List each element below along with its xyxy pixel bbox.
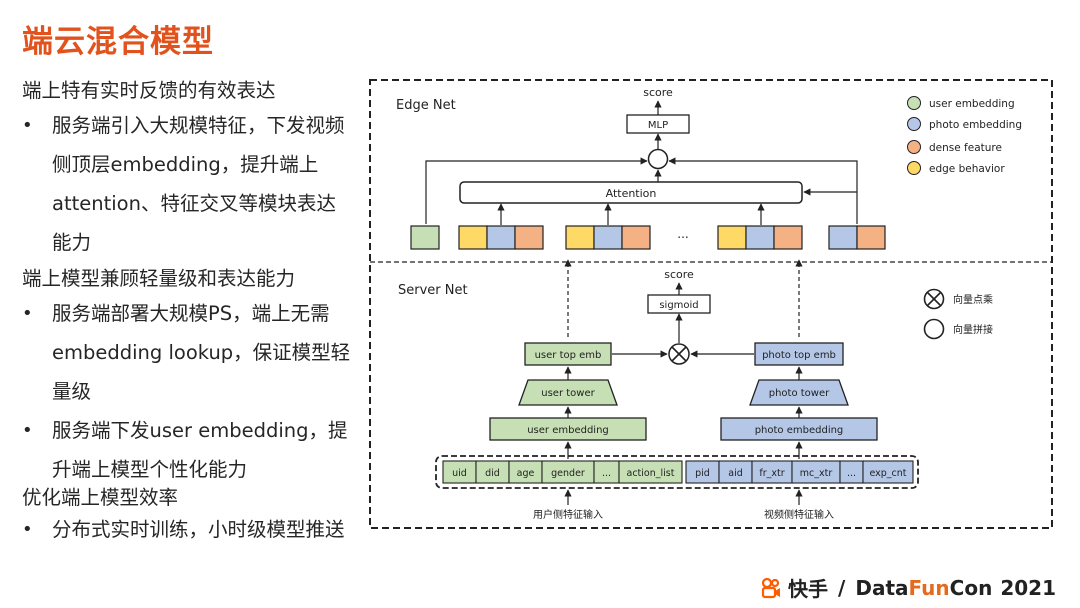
user-input-label: 用户侧特征输入 — [533, 508, 603, 521]
bullet-list: 端上特有实时反馈的有效表达 服务端引入大规模特征，下发视频侧顶层embeddin… — [22, 76, 352, 543]
legend-swatch — [907, 117, 921, 131]
photo-feature-cell: aid — [728, 468, 743, 479]
photo-embedding-box — [720, 417, 878, 441]
bullet-item: 服务端引入大规模特征，下发视频侧顶层embedding，提升端上attentio… — [22, 106, 352, 262]
legend-label: user embedding — [929, 98, 1015, 110]
user-feature-cell: uid — [452, 468, 467, 479]
photo-top-emb-label: photo top emb — [762, 350, 836, 361]
bullet-item: 服务端部署大规模PS，端上无需embedding lookup，保证模型轻量级 — [22, 294, 352, 411]
photo-input-label: 视频侧特征输入 — [764, 508, 834, 521]
sigmoid-label: sigmoid — [659, 300, 698, 311]
section-heading: 端上特有实时反馈的有效表达 — [22, 79, 276, 102]
user-feature-cell: did — [485, 468, 500, 479]
user-top-emb-box — [524, 342, 612, 366]
photo-feature-cell: exp_cnt — [869, 468, 906, 479]
photo-feature-cell: mc_xtr — [800, 468, 833, 479]
photo-feature-row: pid aid fr_xtr mc_xtr ... exp_cnt — [685, 460, 914, 484]
sigmoid-box — [647, 294, 711, 314]
brand-name: 快手 — [788, 577, 829, 601]
photo-tower-shape — [749, 379, 849, 406]
event-name-data: Data — [855, 575, 909, 600]
photo-feature-cell: fr_xtr — [759, 468, 784, 479]
photo-tower-label: photo tower — [769, 388, 830, 399]
photo-feature-cell: ... — [847, 468, 856, 479]
edge-ellipsis: ... — [677, 227, 688, 241]
photo-feature-cell: pid — [695, 468, 710, 479]
slide-title: 端云混合模型 — [22, 24, 214, 60]
user-feature-cell: age — [517, 468, 535, 479]
event-name: DataFunCon — [855, 576, 992, 600]
bullet-item: 分布式实时训练，小时级模型推送 — [22, 517, 352, 543]
footer-branding: 快手 / DataFunCon 2021 — [760, 573, 1056, 602]
user-embedding-box — [489, 417, 647, 441]
server-net-label: Server Net — [398, 283, 468, 298]
legend-label: dense feature — [929, 142, 1002, 154]
server-score-label: score — [664, 268, 694, 281]
mlp-box — [626, 114, 690, 134]
feature-input-container — [435, 455, 919, 489]
diagram-frame — [369, 79, 1053, 529]
user-embedding-label: user embedding — [527, 425, 609, 436]
operator-legend: 向量点乘 向量拼接 — [923, 288, 993, 340]
footer-separator: / — [838, 575, 846, 600]
event-name-con: Con — [949, 575, 993, 600]
user-feature-cell: action_list — [627, 468, 675, 479]
event-year: 2021 — [1000, 575, 1056, 600]
user-tower-label: user tower — [541, 388, 595, 399]
user-top-emb-label: user top emb — [535, 350, 602, 361]
circle-icon — [923, 318, 945, 340]
edge-net-label: Edge Net — [396, 98, 456, 113]
edge-user-emb-cell — [410, 225, 440, 250]
photo-embedding-label: photo embedding — [755, 425, 844, 436]
edge-score-label: score — [643, 86, 673, 99]
user-tower-shape — [518, 379, 618, 406]
user-feature-cell: gender — [551, 468, 585, 479]
section-heading: 端上模型兼顾轻量级和表达能力 — [22, 267, 296, 290]
operator-legend-label: 向量点乘 — [953, 293, 993, 306]
bullet-item: 服务端下发user embedding，提升端上模型个性化能力 — [22, 411, 352, 489]
user-feature-cell: ... — [602, 468, 611, 479]
kuaishou-logo-icon — [761, 577, 781, 598]
legend-label: edge behavior — [929, 163, 1005, 175]
legend-swatch — [907, 140, 921, 154]
legend-label: photo embedding — [929, 119, 1022, 131]
architecture-diagram: Edge Net score MLP Attention ... user em… — [369, 79, 1053, 529]
operator-legend-label: 向量拼接 — [953, 323, 993, 336]
event-name-fun: Fun — [908, 575, 950, 600]
edge-feature-group — [717, 225, 803, 250]
photo-top-emb-box — [754, 342, 844, 366]
mlp-label: MLP — [648, 120, 668, 131]
legend-swatch — [907, 96, 921, 110]
color-legend: user embedding photo embedding dense fea… — [907, 96, 1022, 175]
concat-op-node — [647, 148, 669, 170]
attention-label: Attention — [606, 187, 657, 200]
user-feature-row: uid did age gender ... action_list — [442, 460, 683, 484]
edge-feature-group — [565, 225, 651, 250]
edge-photo-pair — [828, 225, 886, 250]
edge-feature-group — [458, 225, 544, 250]
legend-swatch — [907, 161, 921, 175]
section-heading: 优化端上模型效率 — [22, 486, 179, 509]
attention-box — [459, 181, 803, 204]
